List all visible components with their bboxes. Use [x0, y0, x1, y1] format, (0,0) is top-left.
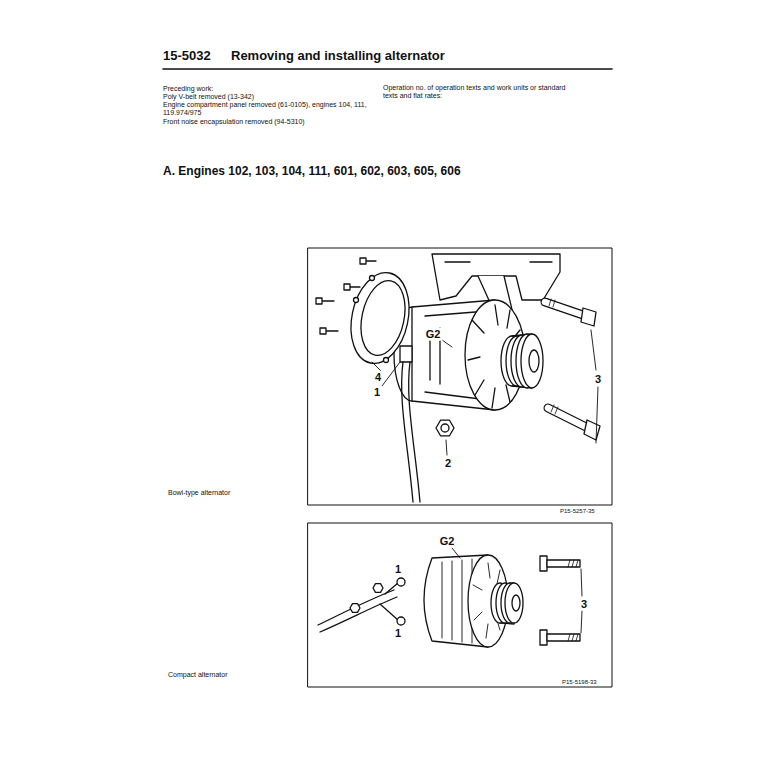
illustration-part — [350, 604, 360, 613]
illustration-part — [545, 302, 583, 315]
illustration-part — [529, 350, 539, 372]
illustration-part — [547, 560, 580, 567]
illustration-part — [452, 548, 460, 558]
illustration-part — [442, 340, 452, 347]
illustration-part — [581, 569, 582, 596]
figure-caption: Compact alternator — [168, 671, 228, 679]
illustration-part — [163, 68, 612, 70]
illustration-part — [548, 408, 588, 428]
header-rule — [163, 68, 612, 69]
note-text: Front noise encapsulation removed (94-53… — [163, 118, 305, 126]
illustration-part — [343, 267, 417, 369]
illustration-part — [320, 328, 338, 334]
illustration-part — [581, 611, 582, 633]
part-label: G2 — [438, 535, 457, 548]
illustration-part — [441, 424, 449, 432]
illustration-part — [568, 560, 578, 567]
illustration-part — [400, 346, 412, 362]
callout-number: 4 — [373, 371, 383, 384]
pulley — [501, 334, 543, 388]
mounting-bolt — [545, 299, 600, 440]
illustration-part — [397, 617, 405, 625]
note-text: Poly V-belt removed (13-342) — [163, 93, 254, 101]
callout-number: 1 — [393, 627, 403, 640]
illustration-part — [521, 334, 543, 388]
illustration-part — [446, 440, 447, 455]
illustration-part — [402, 362, 420, 502]
screw — [316, 258, 376, 334]
illustration-part — [568, 634, 578, 641]
illustration-part — [354, 298, 359, 303]
illustration-part — [540, 556, 547, 571]
illustration-part — [318, 590, 397, 632]
illustration-part — [308, 523, 612, 687]
illustration-part — [397, 578, 405, 586]
illustration-part — [370, 276, 375, 281]
callout-number: 3 — [593, 373, 603, 386]
callout-number: 2 — [443, 457, 453, 470]
illustration-part — [596, 387, 598, 443]
pulley — [491, 583, 523, 624]
section-number: 15-5032 — [163, 49, 211, 64]
illustration-part — [436, 420, 454, 436]
leader-line — [372, 330, 598, 455]
illustration-part — [373, 584, 383, 593]
illustration-part — [382, 362, 400, 386]
nut — [436, 420, 454, 436]
illustration-part — [360, 258, 376, 264]
note-text: Preceding work: — [163, 85, 213, 93]
mounting-bolt — [540, 556, 580, 645]
illustration-part — [548, 408, 588, 428]
illustration-part — [344, 284, 360, 290]
note-text: Operation no. of operation texts and wor… — [383, 84, 573, 100]
illustration-part — [445, 261, 552, 262]
illustration-part — [584, 420, 600, 440]
figure-code: P15-5257-35 — [560, 507, 595, 515]
illustration-part — [540, 630, 547, 645]
illustration-part — [549, 299, 558, 414]
callout-number: 1 — [372, 386, 382, 399]
illustration-part — [512, 595, 520, 611]
plug-and-wire — [400, 346, 420, 502]
figure-caption: Bowl-type alternator — [168, 489, 230, 497]
illustration-part — [308, 248, 612, 505]
illustration-part — [372, 362, 381, 371]
illustration-part — [547, 634, 580, 641]
figure-code: P15-5198-33 — [562, 678, 597, 686]
part-label: G2 — [424, 328, 443, 341]
leader-line — [452, 548, 582, 633]
illustration-part — [545, 302, 583, 315]
illustration-part — [505, 583, 523, 623]
illustration-part — [316, 298, 334, 304]
page-title: Removing and installing alternator — [231, 49, 445, 64]
illustration-part — [384, 358, 389, 363]
figure-frame — [308, 248, 612, 687]
note-text: Engine compartment panel removed (61-010… — [163, 101, 385, 117]
illustration-part — [591, 330, 596, 370]
callout-number: 1 — [393, 563, 403, 576]
callout-number: 3 — [579, 598, 589, 611]
cable-and-terminals — [318, 578, 405, 632]
section-heading: A. Engines 102, 103, 104, 111, 601, 602,… — [163, 165, 461, 179]
rear-cover — [343, 267, 417, 369]
illustration-part — [581, 308, 596, 326]
